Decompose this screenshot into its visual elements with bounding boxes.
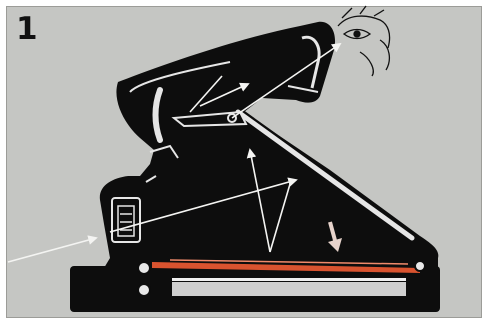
- roller-bottom: [138, 284, 150, 296]
- step-number: 1: [16, 14, 38, 45]
- roller-top: [138, 262, 150, 274]
- eye-icon: [338, 6, 390, 76]
- film-pack: [172, 282, 406, 296]
